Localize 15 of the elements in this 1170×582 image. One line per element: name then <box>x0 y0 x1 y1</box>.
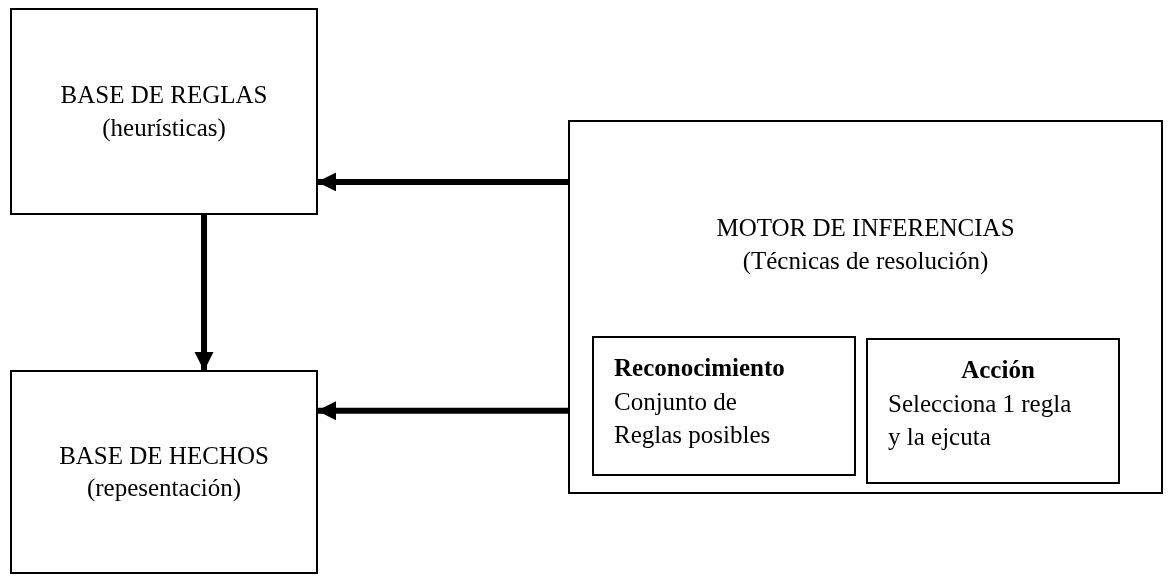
process-box <box>568 120 1163 494</box>
arrow <box>317 401 568 421</box>
box-label: MOTOR DE INFERENCIAS (Técnicas de resolución) <box>715 213 1016 276</box>
box-text: Selecciona 1 regla y la ejcuta <box>888 388 1073 453</box>
sub-box <box>866 338 1120 484</box>
box-heading: Acción <box>961 355 1035 385</box>
box-label: BASE DE HECHOS (repesentación) <box>58 440 270 504</box>
box-label: BASE DE REGLAS (heurísticas) <box>59 80 269 144</box>
arrow <box>194 215 214 371</box>
sub-box <box>592 336 856 476</box>
process-box <box>10 8 318 215</box>
process-box <box>10 370 318 574</box>
box-heading: Reconocimiento <box>614 353 785 383</box>
arrow <box>317 172 568 192</box>
box-text: Conjunto de Reglas posibles <box>614 386 772 451</box>
